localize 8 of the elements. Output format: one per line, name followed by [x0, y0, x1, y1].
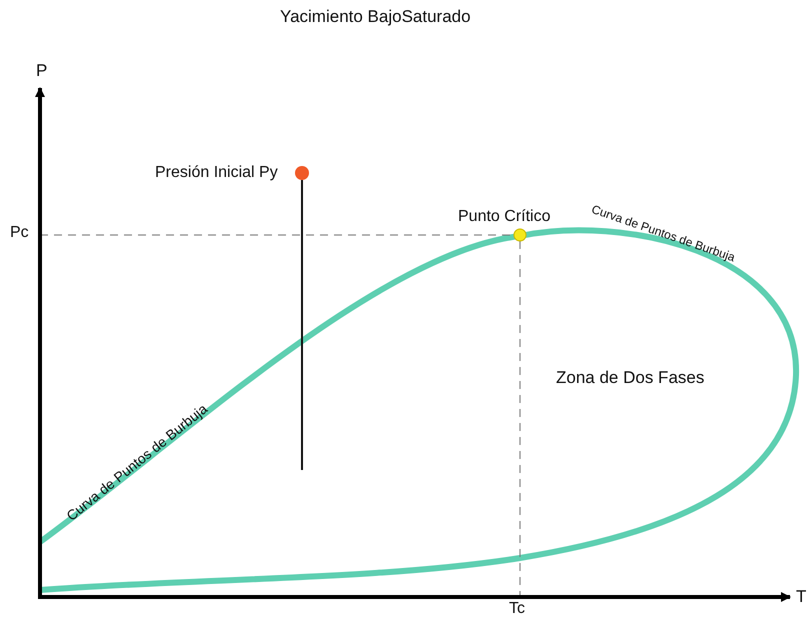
region-label: Zona de Dos Fases [556, 369, 704, 388]
diagram-title: Yacimiento BajoSaturado [280, 8, 471, 27]
axis-label: P [36, 62, 48, 81]
axis-tick-label: Tc [509, 600, 525, 618]
axis-tick-label: Pc [10, 224, 29, 242]
point-label: Punto Crítico [458, 208, 550, 226]
axis-label: T [796, 588, 806, 607]
point-label: Presión Inicial Py [155, 164, 278, 182]
